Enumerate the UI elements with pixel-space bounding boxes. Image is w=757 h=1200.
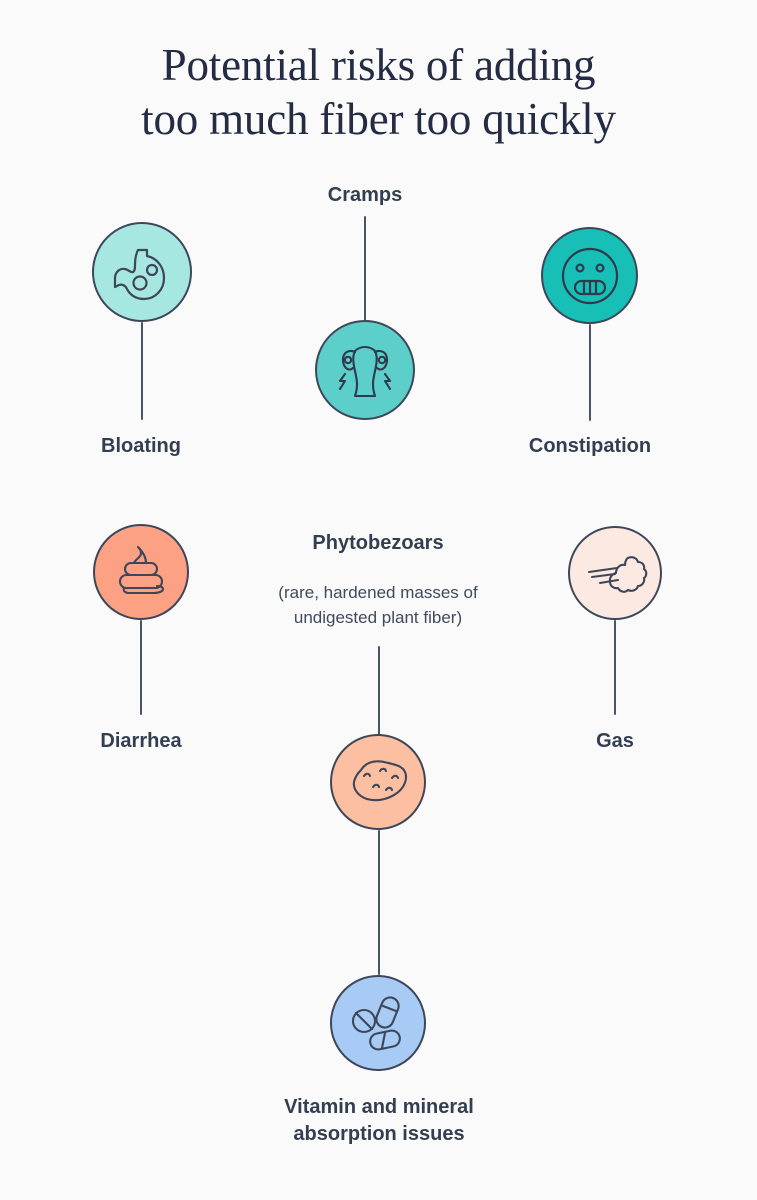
node-label-cramps: Cramps bbox=[327, 184, 403, 206]
pills-icon bbox=[330, 975, 426, 1071]
fiber-mass-icon bbox=[330, 734, 426, 830]
node-label-diarrhea: Diarrhea bbox=[100, 730, 182, 752]
node-label-vitamins-line-1: Vitamin and mineral bbox=[284, 1096, 474, 1118]
uterus-cramps-icon bbox=[315, 320, 415, 420]
node-label-bloating: Bloating bbox=[101, 435, 181, 457]
gas-puff-icon bbox=[568, 526, 662, 620]
node-label-vitamins: Vitamin and mineral absorption issues bbox=[214, 1094, 544, 1148]
connector-stem-phytobezoars-down bbox=[378, 830, 380, 975]
stomach-bloating-icon bbox=[92, 222, 192, 322]
page-title: Potential risks of adding too much fiber… bbox=[0, 38, 757, 146]
connector-stem-cramps bbox=[364, 216, 366, 322]
node-sublabel-phytobezoars: (rare, hardened masses of undigested pla… bbox=[232, 580, 524, 630]
page-title-line-1: Potential risks of adding bbox=[161, 40, 596, 90]
node-label-constipation: Constipation bbox=[528, 435, 652, 457]
connector-stem-gas bbox=[614, 620, 616, 715]
node-sublabel-phytobezoars-line-2: undigested plant fiber) bbox=[293, 608, 463, 627]
stool-icon bbox=[93, 524, 189, 620]
connector-stem-phytobezoars-up bbox=[378, 646, 380, 736]
connector-stem-bloating bbox=[141, 322, 143, 420]
node-label-phytobezoars: Phytobezoars bbox=[312, 532, 444, 554]
grimacing-face-icon bbox=[541, 227, 638, 324]
node-label-gas: Gas bbox=[596, 730, 634, 752]
connector-stem-diarrhea bbox=[140, 620, 142, 715]
node-label-vitamins-line-2: absorption issues bbox=[293, 1123, 465, 1145]
connector-stem-constipation bbox=[589, 324, 591, 421]
node-sublabel-phytobezoars-line-1: (rare, hardened masses of bbox=[278, 583, 478, 602]
page-title-line-2: too much fiber too quickly bbox=[141, 94, 616, 144]
